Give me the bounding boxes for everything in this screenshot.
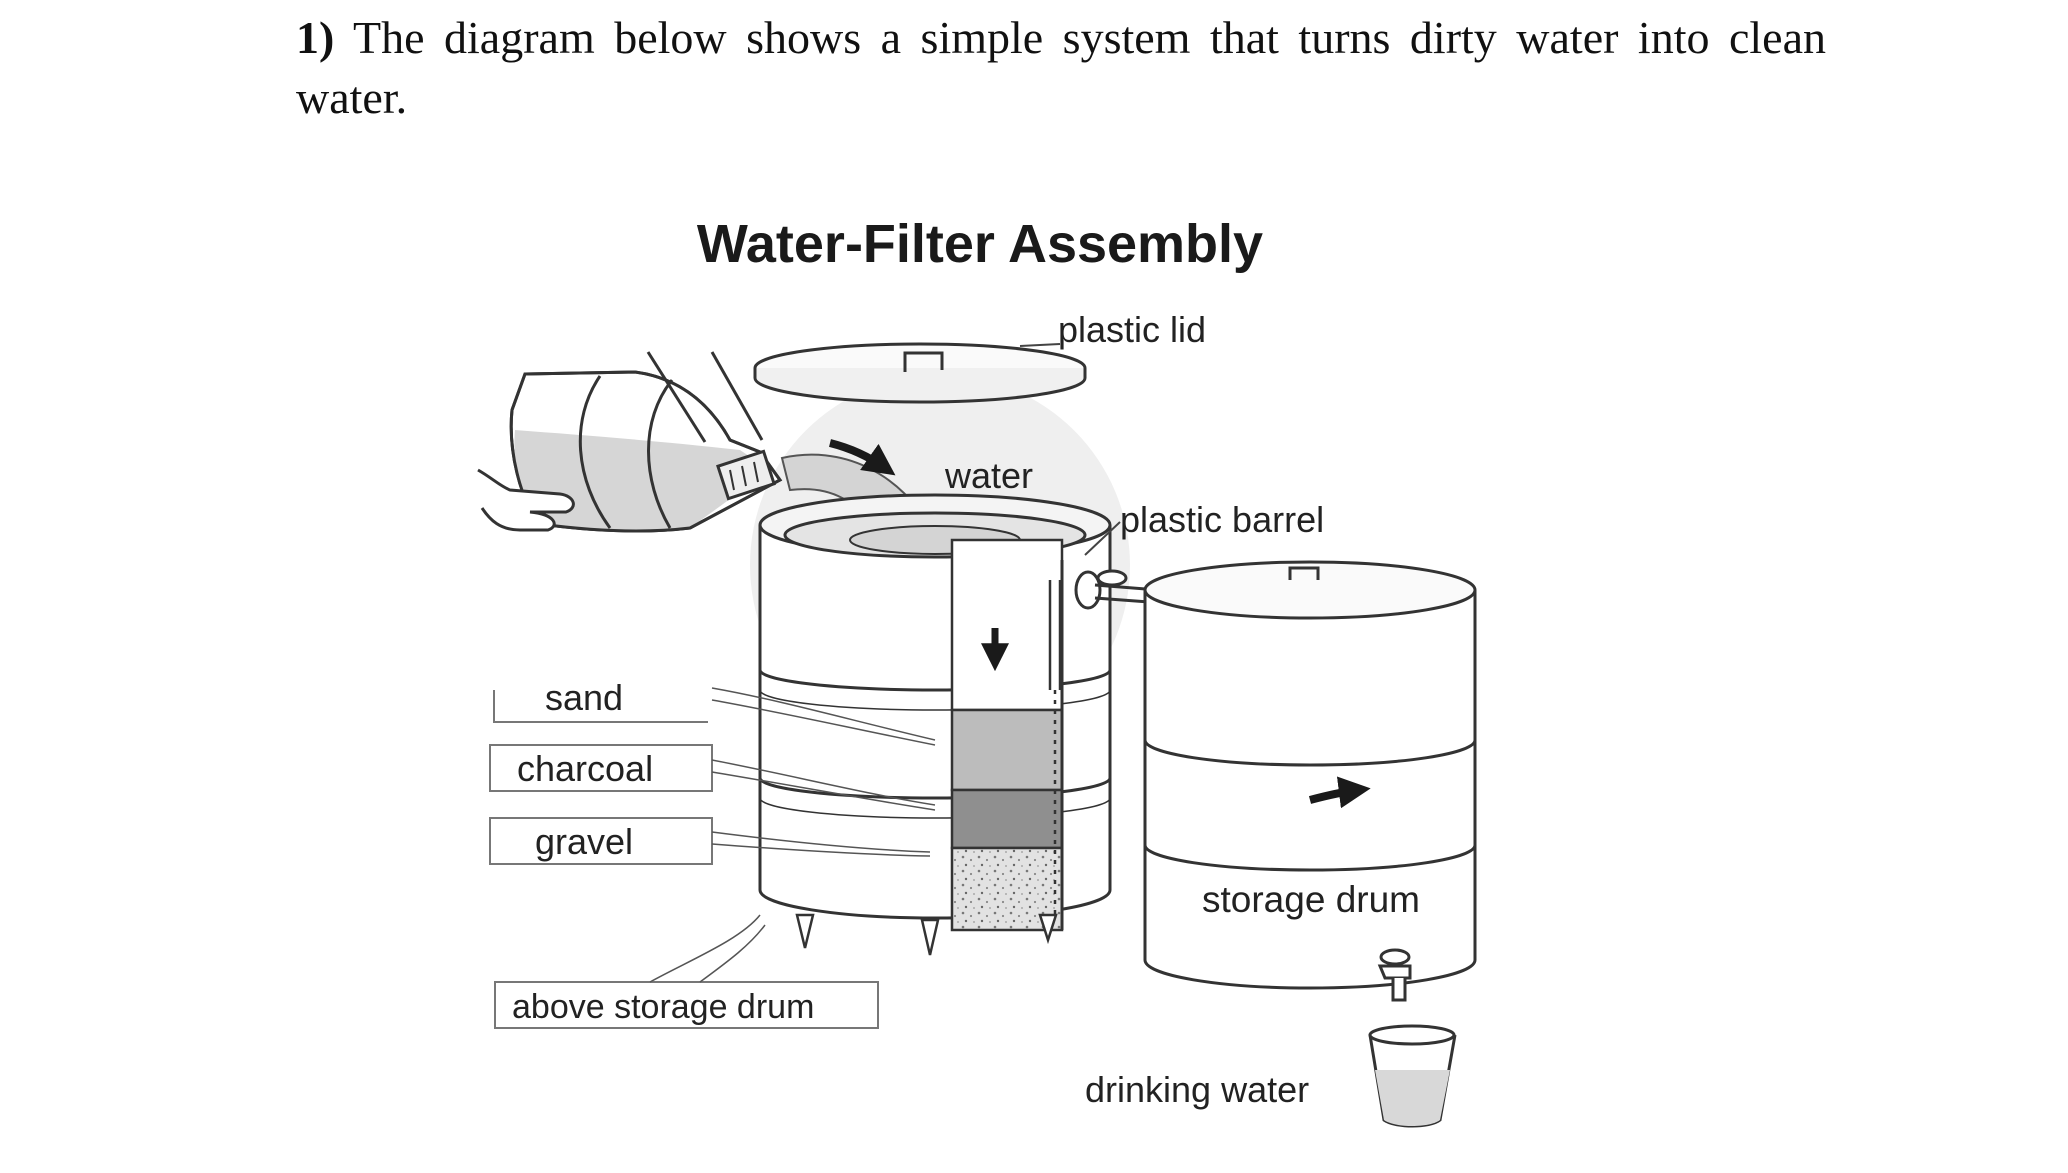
diagram-title: Water-Filter Assembly <box>697 214 1263 274</box>
inner-pipe <box>1048 580 1062 920</box>
question-number: 1) <box>296 12 335 63</box>
label-drinking-water: drinking water <box>1085 1069 1309 1110</box>
label-box-charcoal: charcoal <box>489 744 936 811</box>
hand <box>477 468 575 532</box>
label-water: water <box>944 455 1033 496</box>
filter-cutaway <box>950 538 1064 932</box>
drum-arrow <box>1308 776 1371 809</box>
layer-charcoal <box>950 788 1064 850</box>
label-plastic-lid: plastic lid <box>1058 309 1206 350</box>
tap <box>1377 948 1412 1002</box>
label-box-gravel: gravel <box>489 817 931 865</box>
pour-arrow <box>829 439 896 476</box>
storage-drum <box>1143 560 1477 990</box>
question-text: 1) The diagram below shows a simple syst… <box>296 8 1826 128</box>
plastic-lid-leader <box>1019 343 1061 347</box>
label-above-storage-drum: above storage drum <box>512 988 814 1026</box>
label-box-sand: sand <box>493 677 936 746</box>
label-plastic-barrel: plastic barrel <box>1120 499 1324 540</box>
drinking-cup <box>1368 1024 1457 1128</box>
label-gravel: gravel <box>535 821 633 862</box>
plastic-barrel-leader <box>1084 521 1121 556</box>
label-charcoal: charcoal <box>517 748 653 789</box>
label-box-above-storage-drum: above storage drum <box>494 914 879 1029</box>
question-body: The diagram below shows a simple system … <box>296 12 1827 123</box>
layer-sand <box>950 708 1064 792</box>
label-sand: sand <box>545 677 623 718</box>
plastic-lid <box>753 342 1087 404</box>
label-storage-drum: storage drum <box>1202 879 1420 920</box>
barrel-legs <box>795 913 1058 956</box>
water-jug <box>509 351 783 533</box>
